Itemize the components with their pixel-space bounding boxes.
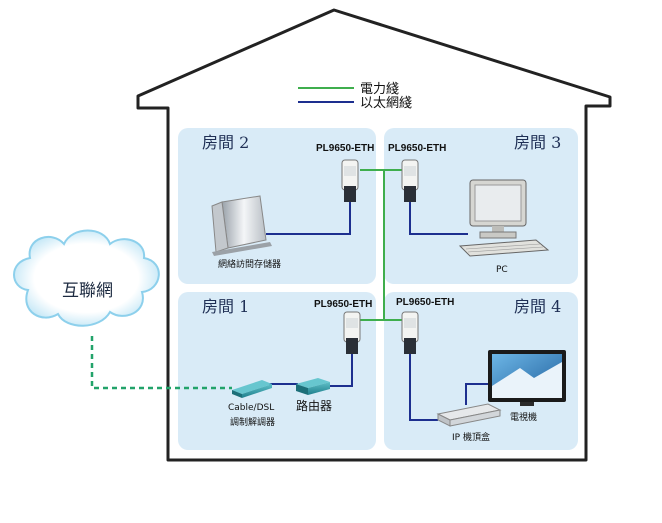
- room-4-adapter-label: PL9650-ETH: [396, 297, 454, 308]
- router-label: 路由器: [296, 398, 332, 413]
- adapter-room-3: [401, 159, 419, 202]
- room-3-title: 房間 3: [514, 133, 561, 152]
- tv-icon: [488, 350, 566, 406]
- legend: 電力綫 以太網綫: [298, 82, 412, 111]
- adapter-room-1: [343, 311, 361, 354]
- stb-label: IP 機頂盒: [452, 431, 490, 443]
- room-2-title: 房間 2: [202, 133, 249, 152]
- router-icon: [296, 378, 330, 395]
- adapter-room-4: [401, 311, 419, 354]
- tv-label: 電視機: [510, 411, 537, 423]
- nas-icon: [211, 195, 272, 256]
- internet-cloud-label: 互聯網: [62, 281, 113, 301]
- room-2-adapter-label: PL9650-ETH: [316, 143, 374, 154]
- internet-cloud-icon: [13, 229, 160, 327]
- room-4-title: 房間 4: [514, 297, 561, 316]
- stb-icon: [436, 403, 502, 427]
- nas-label: 網絡訪問存儲器: [218, 258, 281, 270]
- pc-label: PC: [496, 265, 508, 275]
- room-4-panel: [384, 292, 578, 450]
- room-1-panel: [178, 292, 376, 450]
- modem-label-2: 調制解調器: [230, 416, 275, 428]
- room-1-title: 房間 1: [202, 297, 249, 316]
- legend-ethernet-label: 以太網綫: [360, 96, 412, 111]
- internet-link: [90, 336, 232, 390]
- legend-power-label: 電力綫: [360, 82, 399, 97]
- room-1-adapter-label: PL9650-ETH: [314, 299, 372, 310]
- room-3-adapter-label: PL9650-ETH: [388, 143, 446, 154]
- adapter-room-2: [341, 159, 359, 202]
- modem-label-1: Cable/DSL: [228, 403, 274, 413]
- modem-icon: [232, 380, 272, 398]
- pc-icon: [458, 179, 550, 257]
